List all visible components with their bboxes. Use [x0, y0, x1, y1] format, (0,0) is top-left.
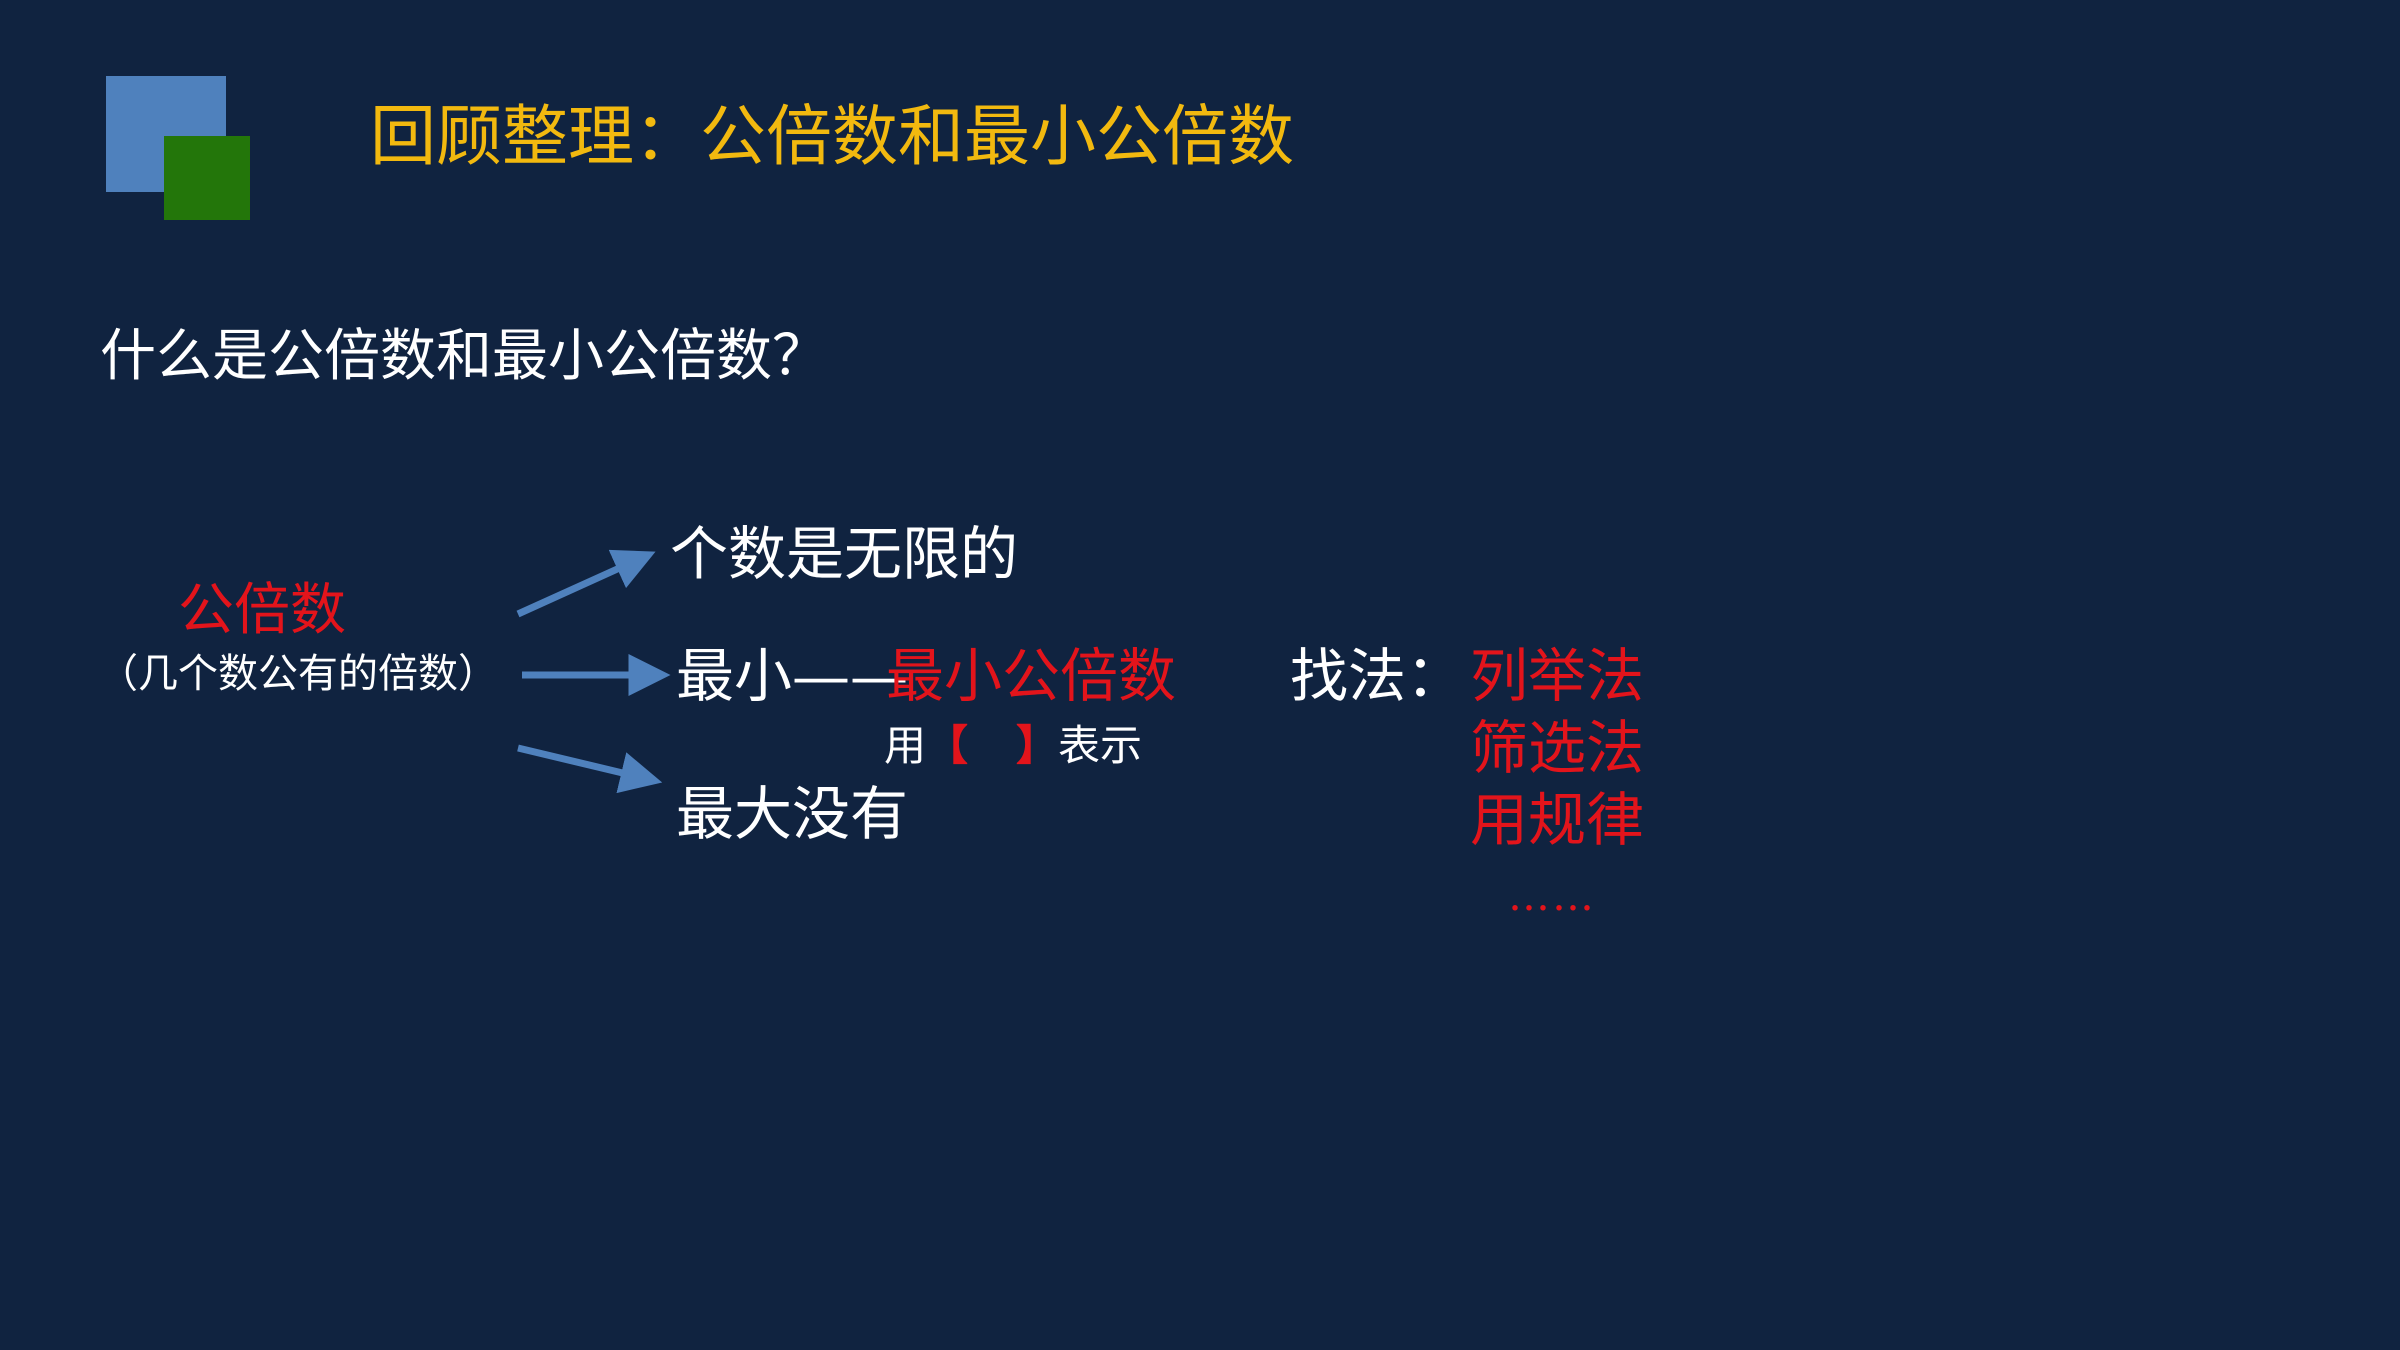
arrow-up-icon — [516, 549, 656, 618]
branch-smallest: 最小—— — [676, 642, 909, 710]
method-item: 列举法 — [1470, 642, 1645, 710]
question-text: 什么是公倍数和最小公倍数？ — [100, 324, 828, 389]
notation-prefix: 用 — [884, 721, 927, 770]
branch-infinite: 个数是无限的 — [670, 520, 1019, 588]
method-item: 用规律 — [1470, 786, 1645, 854]
slide-title: 回顾整理：公倍数和最小公倍数 — [370, 98, 1294, 175]
branch-no-largest: 最大没有 — [676, 780, 909, 848]
method-label: 找法： — [1290, 642, 1465, 710]
concept-note: （几个数公有的倍数） — [98, 651, 498, 697]
notation-bracket-open: 【 — [926, 721, 969, 770]
method-item: 筛选法 — [1470, 714, 1645, 782]
notation-bracket-close: 】 — [1016, 721, 1059, 770]
concept-term: 公倍数 — [178, 578, 346, 643]
method-ellipsis: …… — [1508, 871, 1596, 920]
branch-smallest-highlight: 最小公倍数 — [886, 642, 1177, 710]
notation-suffix: 表示 — [1058, 721, 1143, 770]
logo-green-square — [164, 136, 250, 220]
notation-line: 用【】表示 — [884, 720, 1142, 772]
arrow-down-icon — [517, 744, 663, 794]
